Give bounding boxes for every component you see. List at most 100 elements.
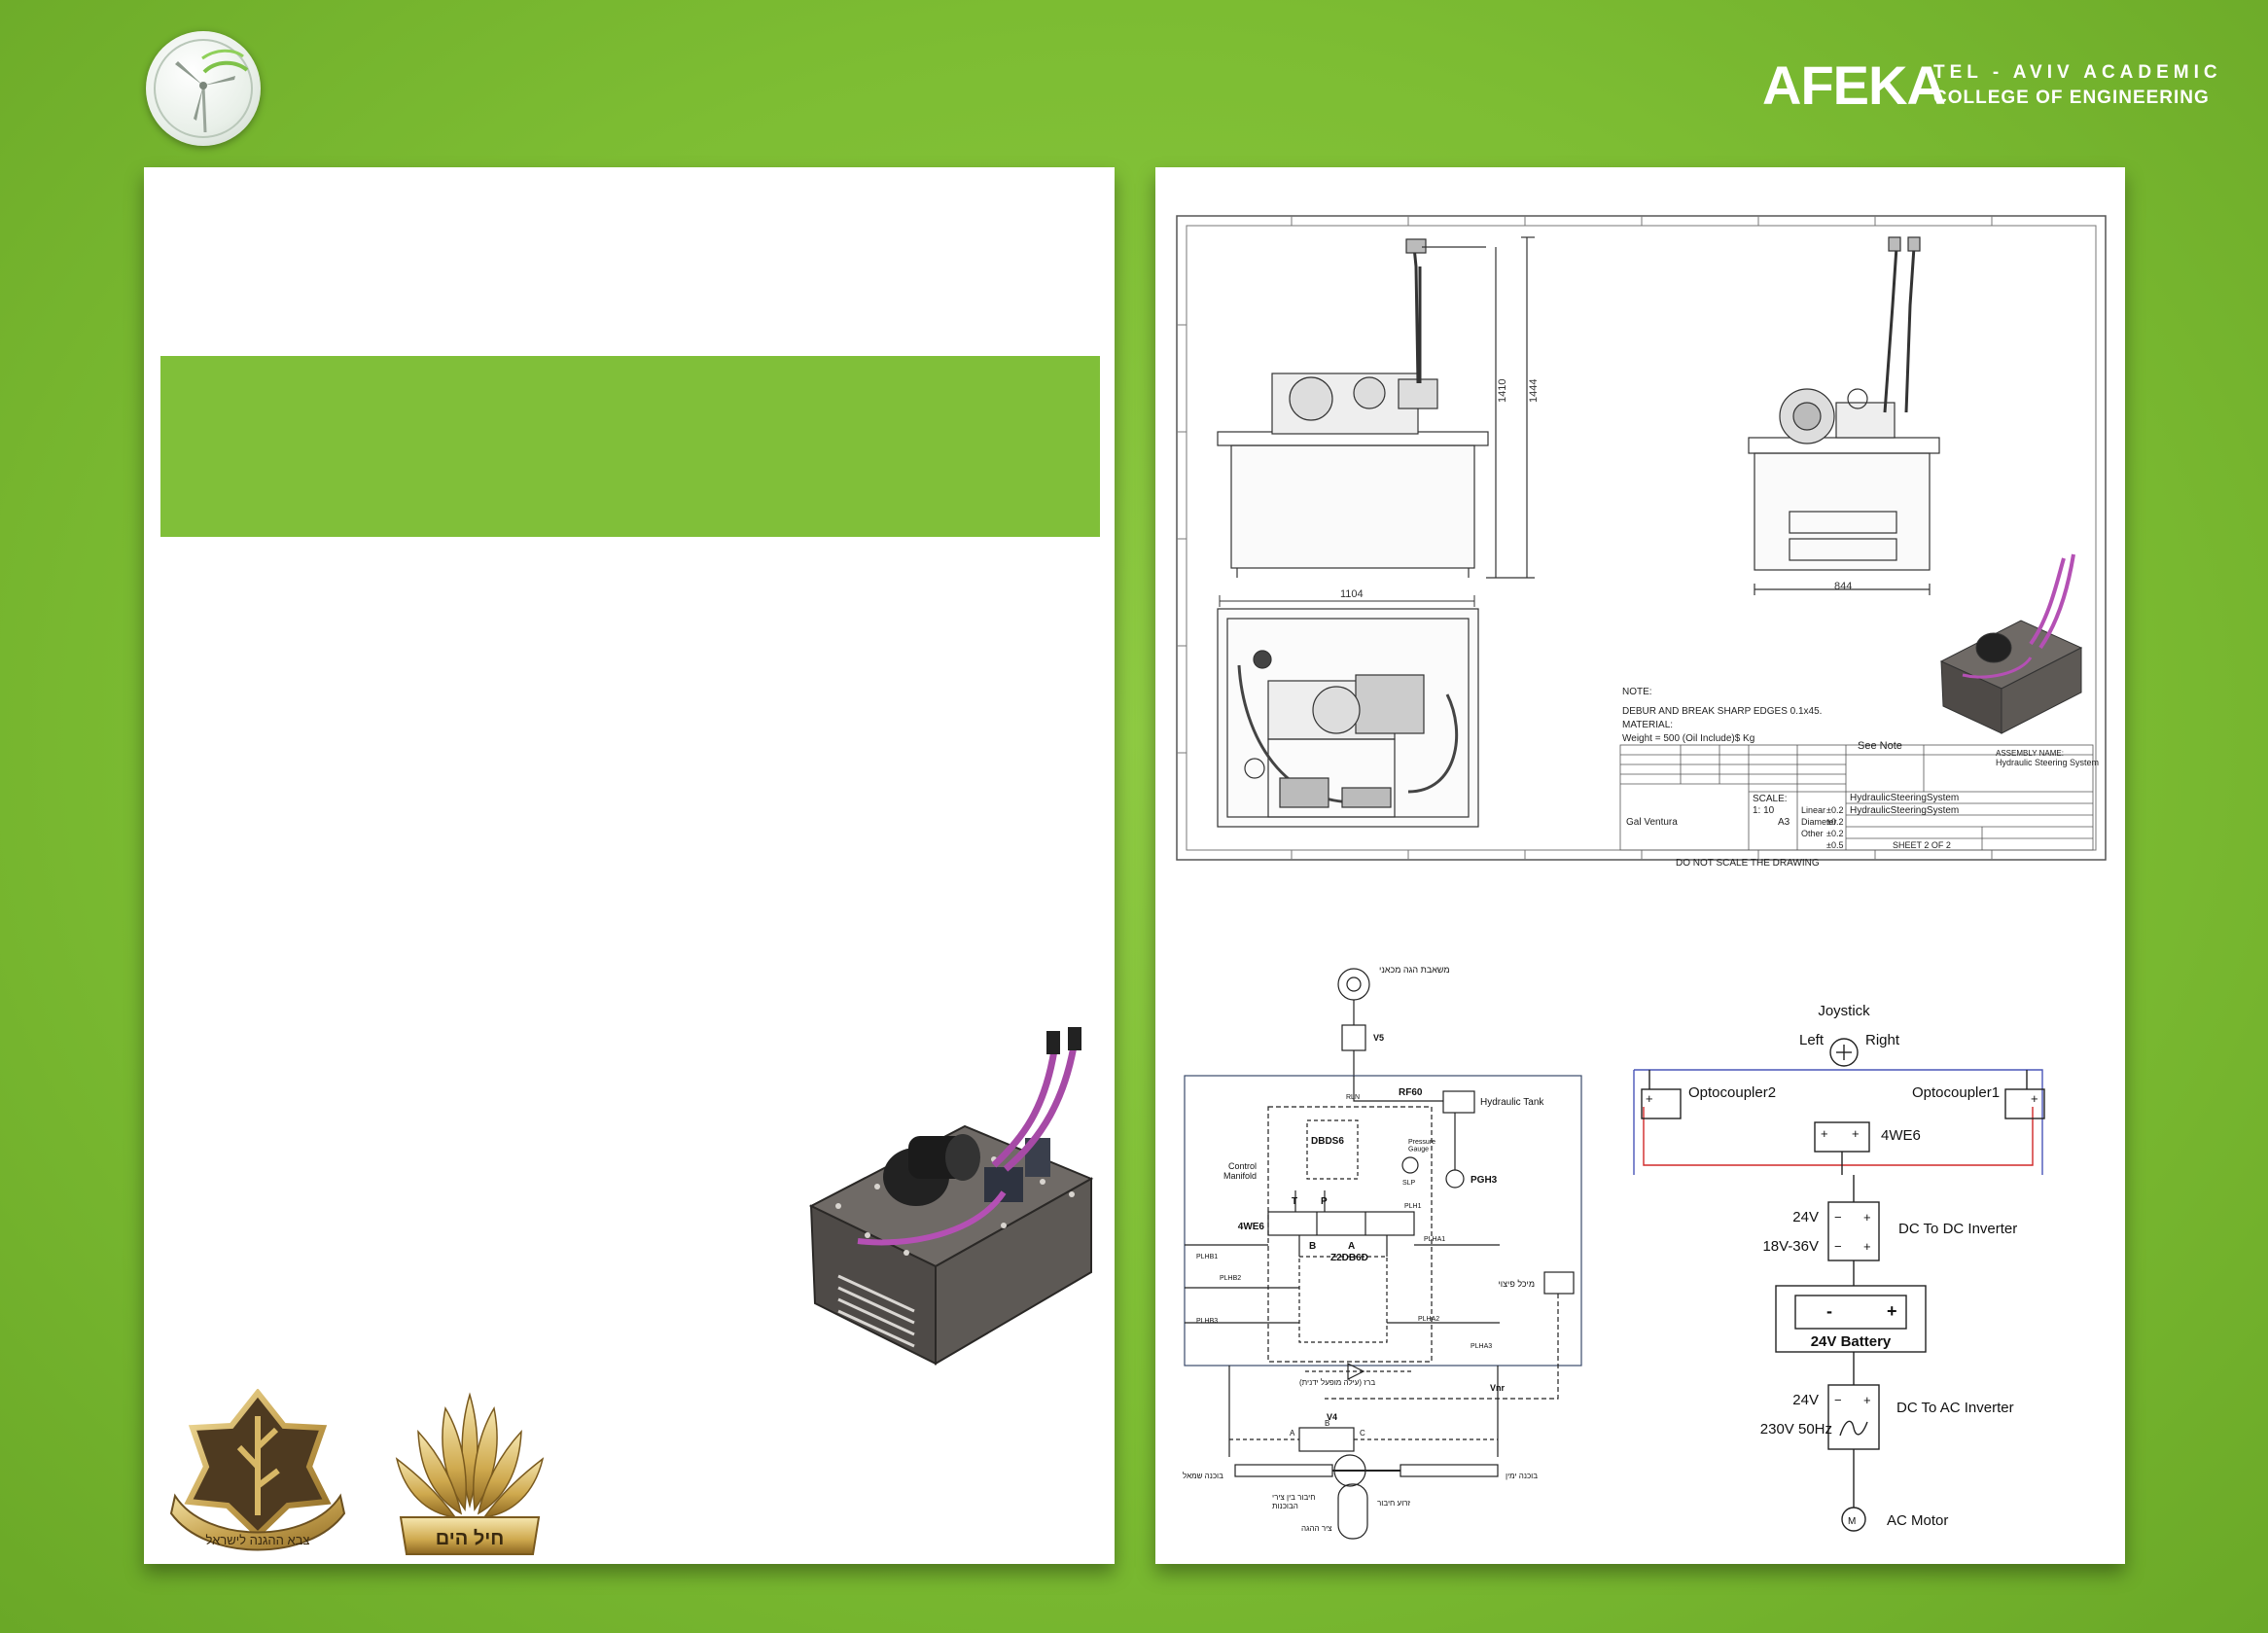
- afeka-brand: AFEKA: [1762, 54, 1946, 116]
- sheet-number: SHEET 2 OF 2: [1893, 840, 1951, 850]
- tol-angle: ±0.5: [1826, 840, 1843, 850]
- hyd-plhb3: PLHB3: [1196, 1318, 1218, 1325]
- hyd-dbds6: DBDS6: [1311, 1136, 1344, 1147]
- hyd-plhb1: PLHB1: [1196, 1254, 1218, 1260]
- el-motor-glyph: M: [1848, 1516, 1856, 1527]
- el-battery-plus: +: [1887, 1301, 1897, 1321]
- el-joystick: Joystick: [1818, 1003, 1870, 1019]
- navy-emblem: חיל הים: [395, 1392, 545, 1555]
- el-right: Right: [1865, 1032, 1900, 1048]
- dim-844: 844: [1834, 581, 1852, 592]
- hyd-plh1: PLH1: [1404, 1203, 1422, 1210]
- author: Gal Ventura: [1626, 817, 1678, 828]
- el-dcdc-minus2: −: [1834, 1239, 1842, 1254]
- el-ac-wave-icon: [1839, 1420, 1868, 1437]
- note-line-1: DEBUR AND BREAK SHARP EDGES 0.1x45.: [1622, 706, 1822, 717]
- electrical-schematic: Joystick Left Right Optocoupler2 Optocou…: [1633, 1003, 2045, 1532]
- tol-diameter: ±0.2: [1826, 817, 1843, 827]
- el-opto1: Optocoupler1: [1912, 1084, 2000, 1101]
- hyd-b: B: [1309, 1241, 1316, 1252]
- el-opto1-plus: +: [2031, 1091, 2038, 1106]
- el-24v-a: 24V: [1792, 1209, 1819, 1225]
- idf-emblem-text: צבא ההגנה לישראל: [205, 1533, 309, 1547]
- see-note: See Note: [1858, 740, 1902, 752]
- el-dcac: DC To AC Inverter: [1896, 1400, 2014, 1416]
- hyd-plha1: PLHA1: [1424, 1236, 1445, 1243]
- dim-1444: 1444: [1528, 379, 1540, 403]
- title-bar: [160, 356, 1100, 537]
- hyd-shaft: ציר ההגה: [1301, 1524, 1332, 1533]
- hyd-left-cyl: בוכנה שמאל: [1183, 1472, 1223, 1480]
- note-line-3: Weight = 500 (Oil Include)$ Kg: [1622, 733, 1754, 744]
- hyd-z2db6d: Z2DB6D: [1330, 1253, 1368, 1263]
- scale-label: SCALE:: [1753, 794, 1788, 804]
- hydraulic-unit-render: [808, 1027, 1094, 1366]
- afeka-logo: AFEKA TEL - AVIV ACADEMIC COLLEGE OF ENG…: [1762, 54, 2217, 116]
- tol-other-label: Other: [1801, 829, 1824, 838]
- hyd-vnr: Vnr: [1490, 1383, 1506, 1393]
- hyd-rln: RLN: [1346, 1094, 1360, 1101]
- note-title: NOTE:: [1622, 687, 1652, 697]
- tol-other: ±0.2: [1826, 829, 1843, 838]
- hyd-cooler: מיכל פיצוי: [1498, 1279, 1535, 1289]
- el-opto2: Optocoupler2: [1688, 1084, 1776, 1101]
- el-4we6: 4WE6: [1881, 1127, 1921, 1144]
- assembly-name: Hydraulic Steering System: [1996, 758, 2099, 767]
- el-dcac-minus: −: [1834, 1393, 1842, 1407]
- hyd-pgh3: PGH3: [1471, 1175, 1498, 1186]
- el-4we6-plus: +: [1821, 1126, 1828, 1141]
- iso-view: [1939, 553, 2083, 734]
- tol-diameter-label: Diameter: [1801, 817, 1837, 827]
- hyd-right-cyl: בוכנה ימין: [1506, 1472, 1538, 1480]
- hyd-plha2: PLHA2: [1418, 1316, 1439, 1323]
- hyd-t: T: [1292, 1196, 1297, 1207]
- el-dcdc: DC To DC Inverter: [1898, 1221, 2017, 1237]
- hyd-plha3: PLHA3: [1471, 1343, 1492, 1350]
- turbine-logo: [146, 31, 261, 146]
- el-battery-minus: -: [1826, 1301, 1832, 1321]
- drawing-footer: DO NOT SCALE THE DRAWING: [1676, 858, 1820, 869]
- hyd-v4: V4: [1327, 1412, 1337, 1422]
- el-dcac-plus: +: [1863, 1393, 1871, 1407]
- tol-linear: ±0.2: [1826, 805, 1843, 815]
- hyd-a: A: [1348, 1241, 1355, 1252]
- engineering-drawing: 1410 1444 1104 844: [1176, 215, 2107, 869]
- hyd-v4-b: B: [1325, 1419, 1329, 1428]
- hyd-tank: Hydraulic Tank: [1480, 1097, 1544, 1108]
- hyd-v4-a: A: [1290, 1429, 1295, 1438]
- tol-linear-label: Linear: [1801, 805, 1825, 815]
- title-block: [1619, 744, 2094, 851]
- drawing-no: HydraulicSteeringSystem: [1850, 805, 1959, 816]
- el-battery: 24V Battery: [1811, 1333, 1892, 1350]
- el-dcdc-plus: +: [1863, 1210, 1871, 1225]
- el-dcdc-minus: −: [1834, 1210, 1842, 1225]
- el-left: Left: [1799, 1032, 1825, 1048]
- hyd-v5: V5: [1373, 1033, 1384, 1043]
- el-24v-b: 24V: [1792, 1392, 1819, 1408]
- wind-turbine-icon: [154, 39, 253, 138]
- hyd-rf60: RF60: [1399, 1087, 1423, 1098]
- dim-1104: 1104: [1340, 588, 1364, 600]
- el-18-36v: 18V-36V: [1762, 1238, 1819, 1255]
- scale-value: 1: 10: [1753, 805, 1775, 816]
- hyd-slp: SLP: [1402, 1180, 1416, 1187]
- assembly-name-label: ASSEMBLY NAME:: [1996, 749, 2064, 758]
- hyd-plhb2: PLHB2: [1220, 1275, 1241, 1282]
- afeka-tagline-2: COLLEGE OF ENGINEERING: [1933, 88, 2210, 108]
- el-motor: AC Motor: [1887, 1512, 1948, 1529]
- sheet-size: A3: [1778, 817, 1790, 828]
- hyd-arm: זרוע חיבור: [1377, 1499, 1411, 1508]
- hyd-v4-c: C: [1360, 1429, 1365, 1438]
- navy-emblem-text: חיל הים: [436, 1528, 505, 1549]
- hydraulic-schematic: משאבת הגה מכאני V5 RF60 RLN Hydraulic Ta…: [1183, 965, 1582, 1540]
- afeka-tagline-1: TEL - AVIV ACADEMIC: [1933, 62, 2222, 83]
- note-line-2: MATERIAL:: [1622, 720, 1673, 730]
- el-4we6-plus2: +: [1852, 1126, 1860, 1141]
- hyd-top-pump: משאבת הגה מכאני: [1379, 965, 1450, 975]
- sw-model: HydraulicSteeringSystem: [1850, 793, 1959, 803]
- el-230v: 230V 50Hz: [1760, 1421, 1832, 1438]
- hyd-4we6: 4WE6: [1238, 1222, 1265, 1232]
